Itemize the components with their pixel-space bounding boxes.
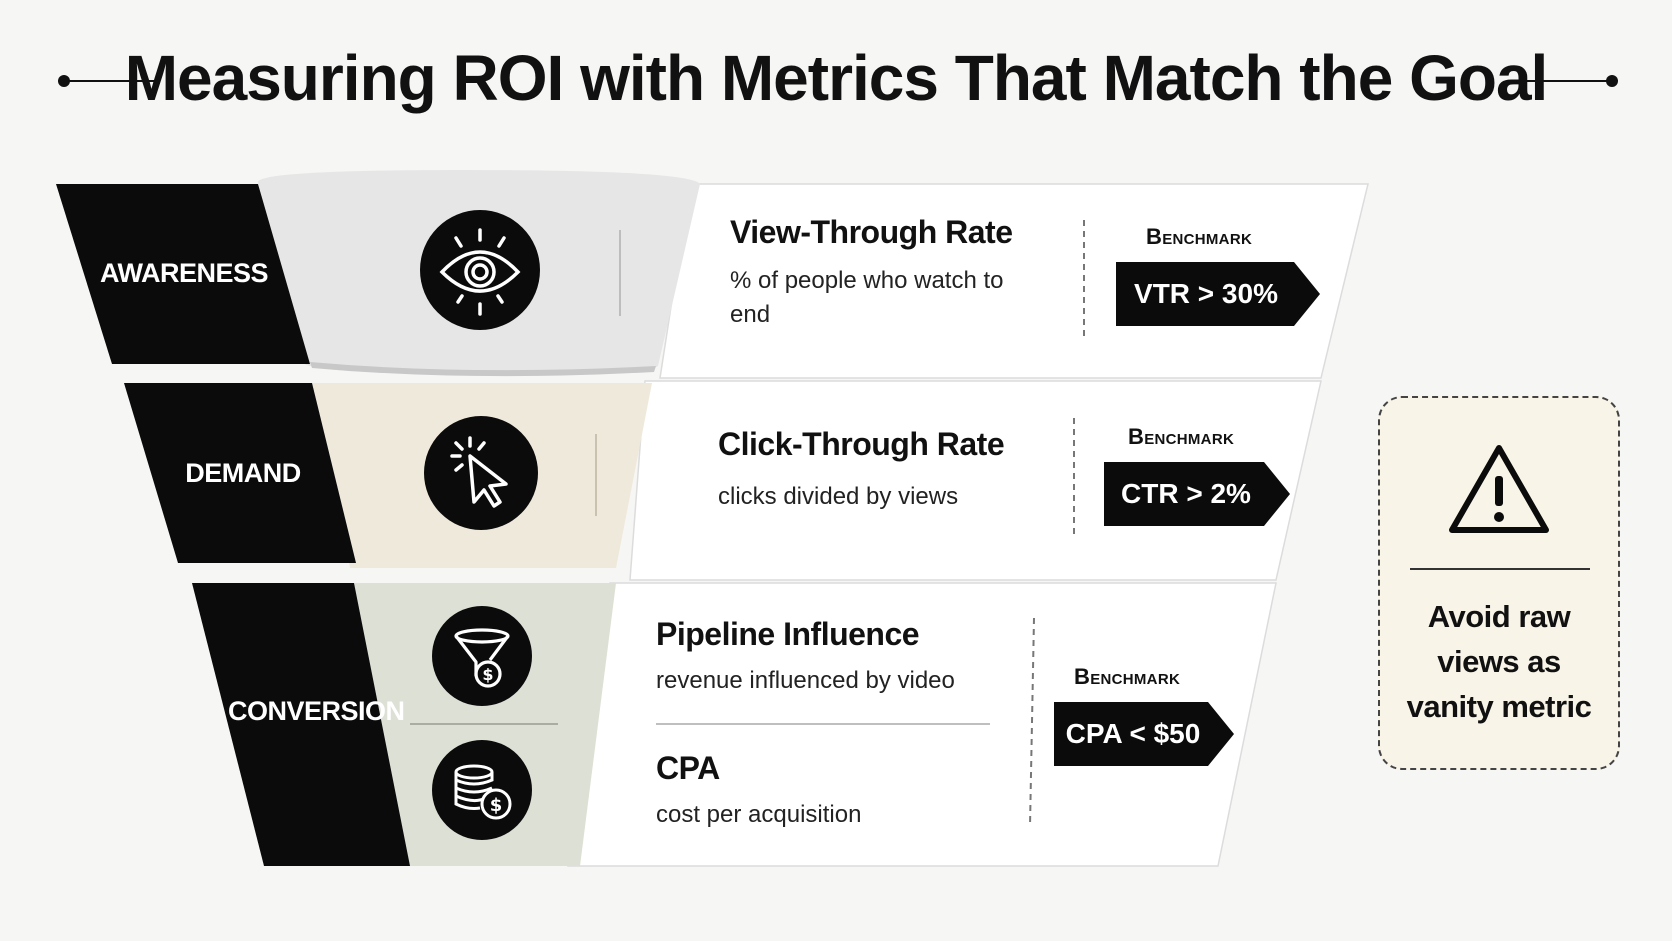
awareness-tab [56,184,310,364]
warning-divider [1410,568,1590,570]
title-rule-left [64,80,156,82]
benchmark-label-awareness: Benchmark [1146,224,1253,249]
title-row: Measuring ROI with Metrics That Match th… [0,32,1672,122]
stage-label-demand: DEMAND [185,458,301,488]
metric-desc-view-through-rate: % of people who watch to end [730,267,1004,328]
metric-desc-cpa: cost per acquisition [656,801,862,828]
metric-desc-pipeline-influence: revenue influenced by video [656,667,955,694]
benchmark-tag-demand: CTR > 2% [1104,462,1290,526]
warning-callout: Avoid raw views as vanity metric [1378,396,1620,770]
eye-icon [420,210,540,330]
stage-label-conversion: CONVERSION [228,696,405,726]
benchmark-value-awareness: VTR > 30% [1134,278,1278,309]
benchmark-value-conversion: CPA < $50 [1065,718,1201,749]
demand-tab [124,383,356,563]
stage-label-awareness: AWARENESS [100,258,269,288]
cursor-click-icon [424,416,538,530]
benchmark-label-conversion: Benchmark [1074,664,1181,689]
conversion-tab [192,583,410,866]
metric-name-view-through-rate: View-Through Rate [730,214,1013,250]
funnel-dollar-icon: $ [432,606,532,706]
metric-name-cpa: CPA [656,750,720,786]
benchmark-tag-conversion: CPA < $50 [1054,702,1234,766]
demand-metric-panel [629,380,1322,581]
benchmark-label-demand: Benchmark [1128,424,1235,449]
conversion-benchmark-separator [1029,617,1035,827]
warning-text: Avoid raw views as vanity metric [1406,599,1592,724]
coins-dollar-icon: $ [432,740,532,840]
title-rule-right [1518,80,1610,82]
svg-text:$: $ [482,665,493,684]
benchmark-value-demand: CTR > 2% [1121,478,1251,509]
warning-triangle-icon [1449,445,1549,533]
metric-desc-click-through-rate: clicks divided by views [718,483,959,510]
benchmark-tag-awareness: VTR > 30% [1116,262,1320,326]
metric-name-pipeline-influence: Pipeline Influence [656,616,920,652]
page-title: Measuring ROI with Metrics That Match th… [124,42,1549,114]
title-dot-right [1606,75,1618,87]
metric-name-click-through-rate: Click-Through Rate [718,426,1005,462]
awareness-band-shadow [310,362,656,377]
svg-text:$: $ [490,795,503,816]
